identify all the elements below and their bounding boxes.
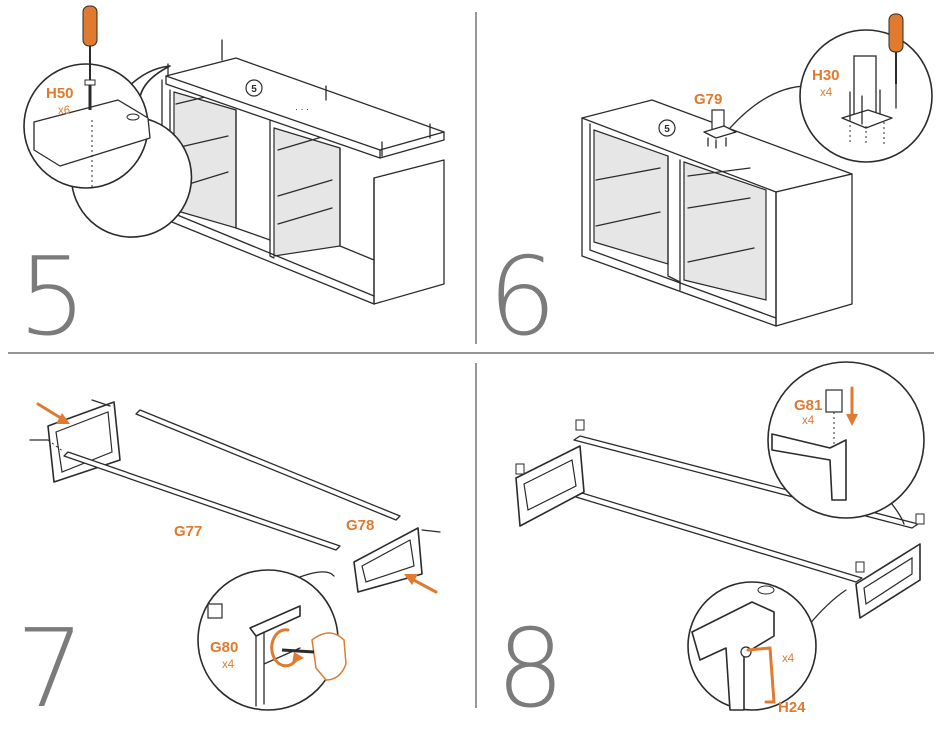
step-6-marker — [658, 119, 676, 137]
step-6-panel: 5 G79 H30 x4 6 — [488, 13, 933, 360]
screw-icon — [84, 79, 96, 110]
step-7-panel: G77 G78 G80 x4 7 — [16, 399, 441, 732]
step-8-number: 8 — [496, 607, 565, 732]
step-5-marker — [245, 79, 263, 97]
step-6-marker-label: 5 — [664, 124, 670, 135]
screwdriver-icon — [82, 5, 98, 80]
step-7-part-g78: G78 — [346, 517, 374, 534]
cabinet-illustration-step6 — [581, 99, 853, 327]
step-7-part-qty: x4 — [222, 659, 235, 671]
step-8-part-label: G81 — [794, 397, 822, 414]
step-7-number: 7 — [16, 607, 85, 732]
step-5-part-label: H50 — [46, 85, 74, 102]
step-7-part-label: G80 — [210, 639, 238, 656]
step-5-number: 5 — [18, 235, 87, 360]
screwdriver-icon-step6 — [888, 13, 904, 84]
step-8-panel: G81 x4 x4 H24 8 — [496, 361, 925, 732]
step-6-callout — [729, 13, 933, 163]
step-8-callout-top — [767, 361, 925, 525]
step-5-panel: · · · 5 H50 x6 5 — [18, 5, 445, 360]
step-8-tool-qty: x4 — [782, 653, 795, 665]
step-7-part-g77: G77 — [174, 523, 202, 540]
step-7-callout — [197, 569, 347, 711]
step-6-part-g79: G79 — [694, 91, 722, 108]
cabinet-illustration: · · · — [161, 39, 445, 305]
svg-text:· · ·: · · · — [295, 104, 309, 114]
step-6-part-label: H30 — [812, 67, 840, 84]
step-6-number: 6 — [488, 235, 557, 360]
step-8-tool-label: H24 — [778, 699, 806, 716]
step-5-marker-label: 5 — [251, 84, 257, 95]
step-5-part-qty: x6 — [58, 105, 70, 117]
frame-illustration-step7 — [29, 399, 441, 594]
step-8-part-qty: x4 — [802, 415, 815, 427]
step-6-part-qty: x4 — [820, 87, 833, 99]
step-5-callout — [23, 5, 193, 238]
step-8-callout-bottom — [687, 581, 847, 711]
